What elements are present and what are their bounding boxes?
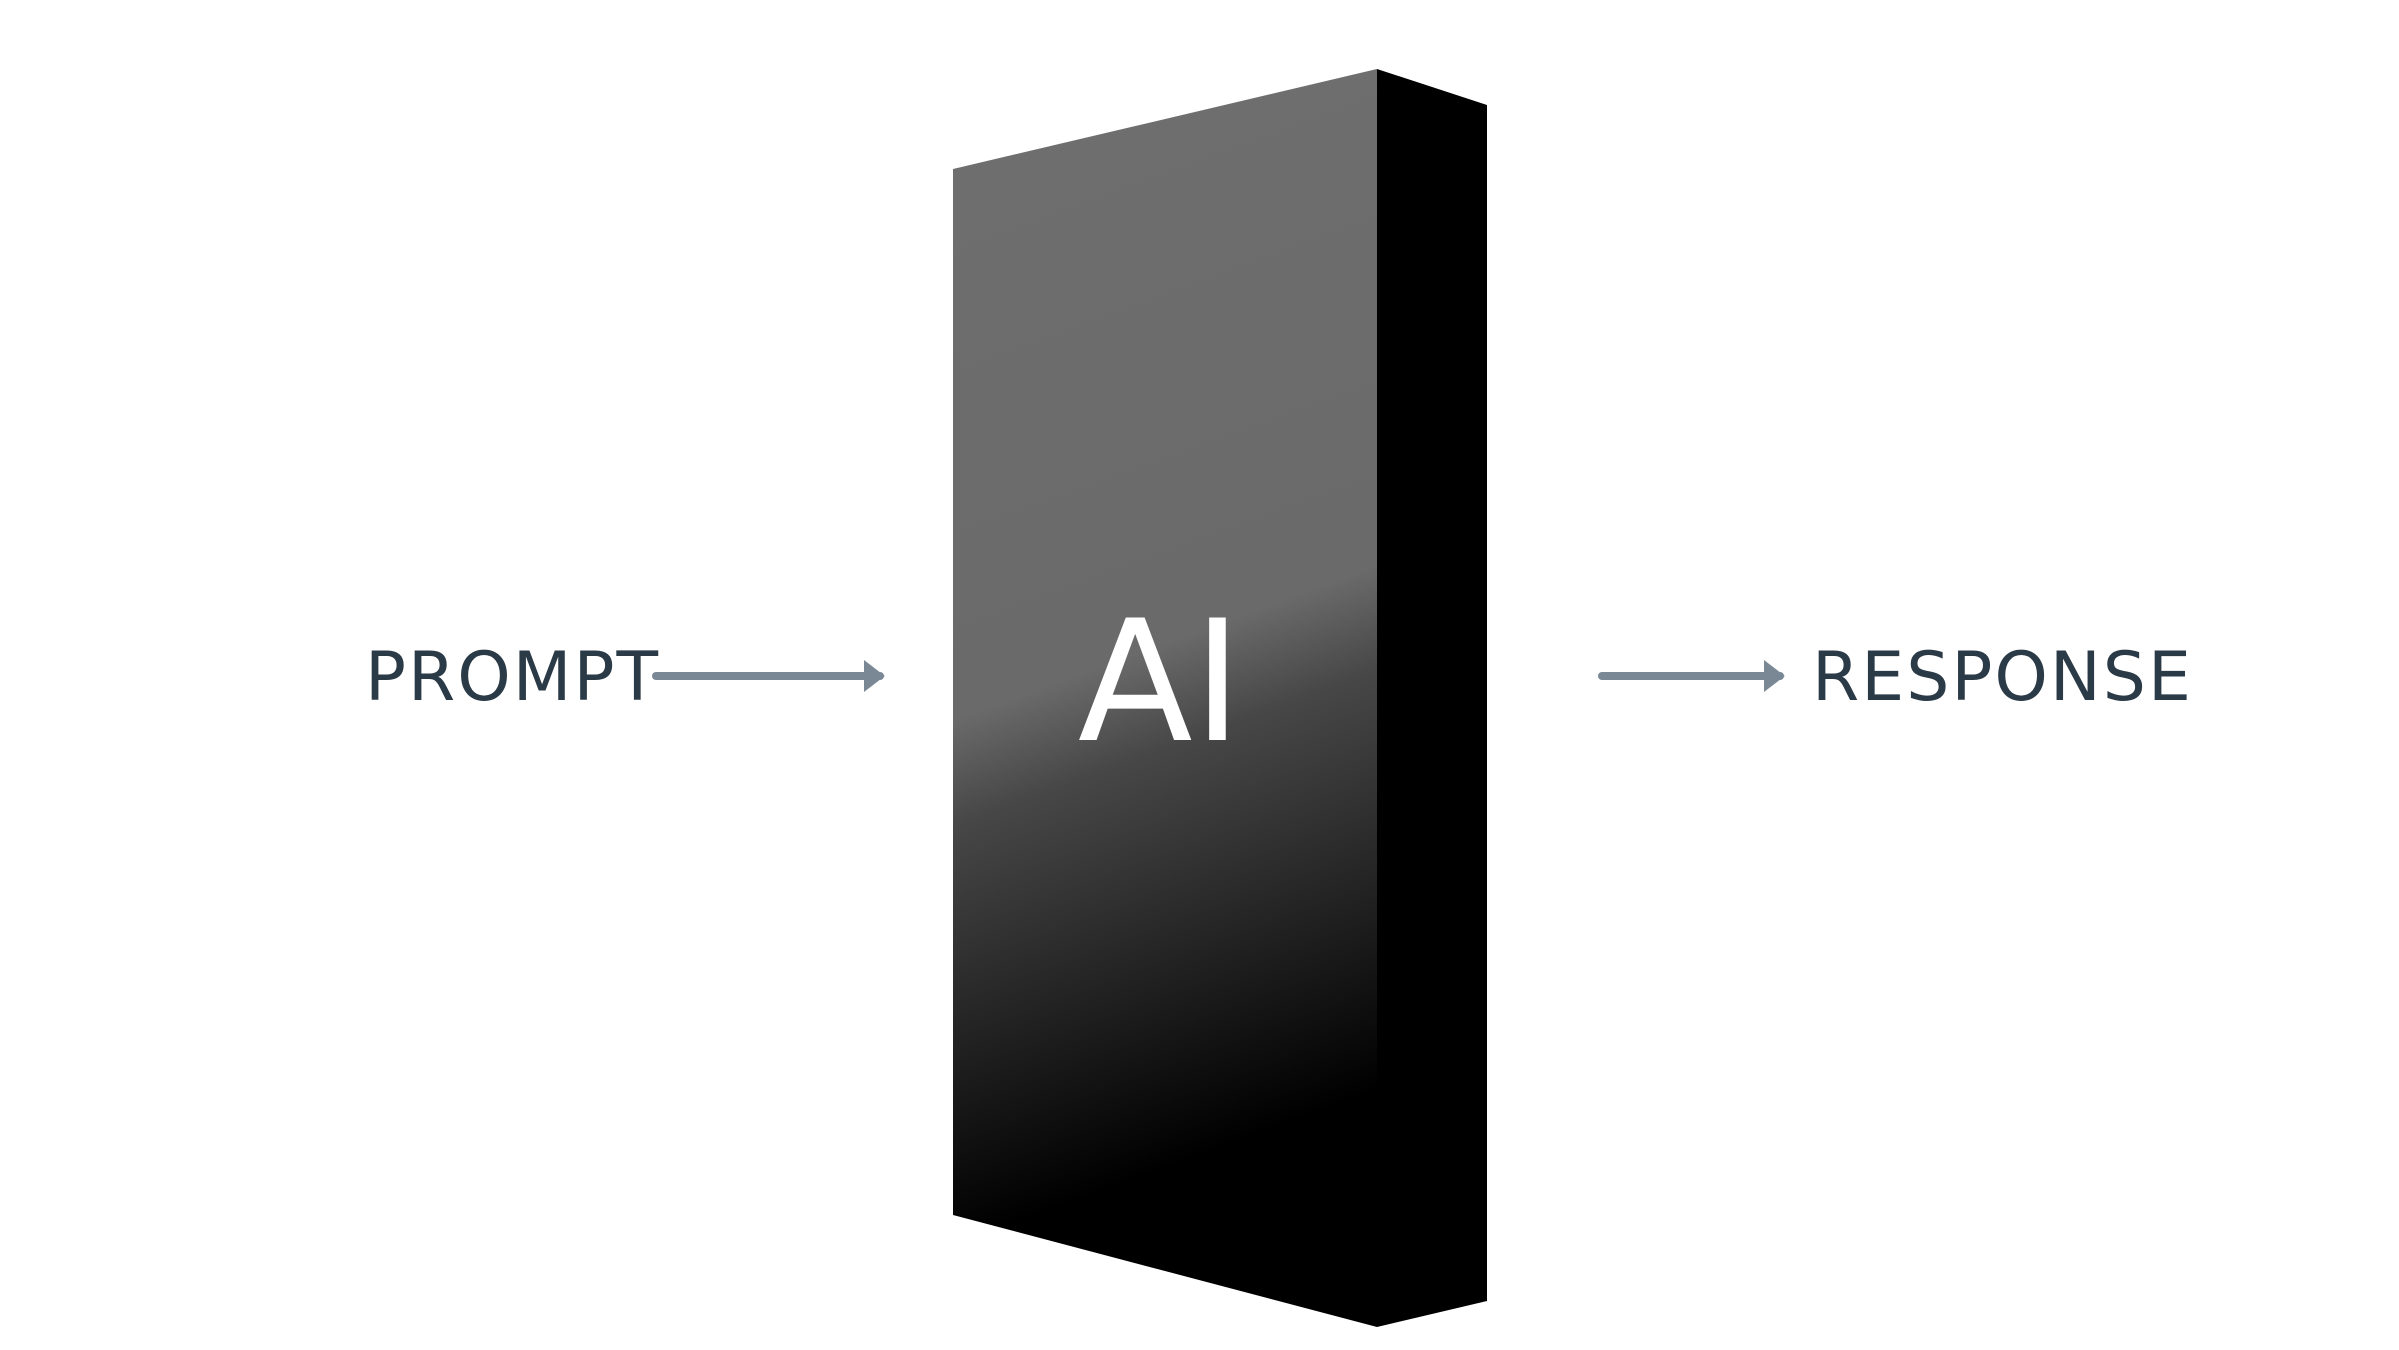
ai-label: AI bbox=[1078, 584, 1242, 780]
box-front-face bbox=[953, 69, 1377, 1327]
ai-black-box: AI bbox=[953, 69, 1487, 1327]
prompt-label: PROMPT bbox=[365, 638, 660, 717]
response-label: RESPONSE bbox=[1812, 638, 2193, 717]
box-side-face bbox=[1377, 69, 1487, 1327]
